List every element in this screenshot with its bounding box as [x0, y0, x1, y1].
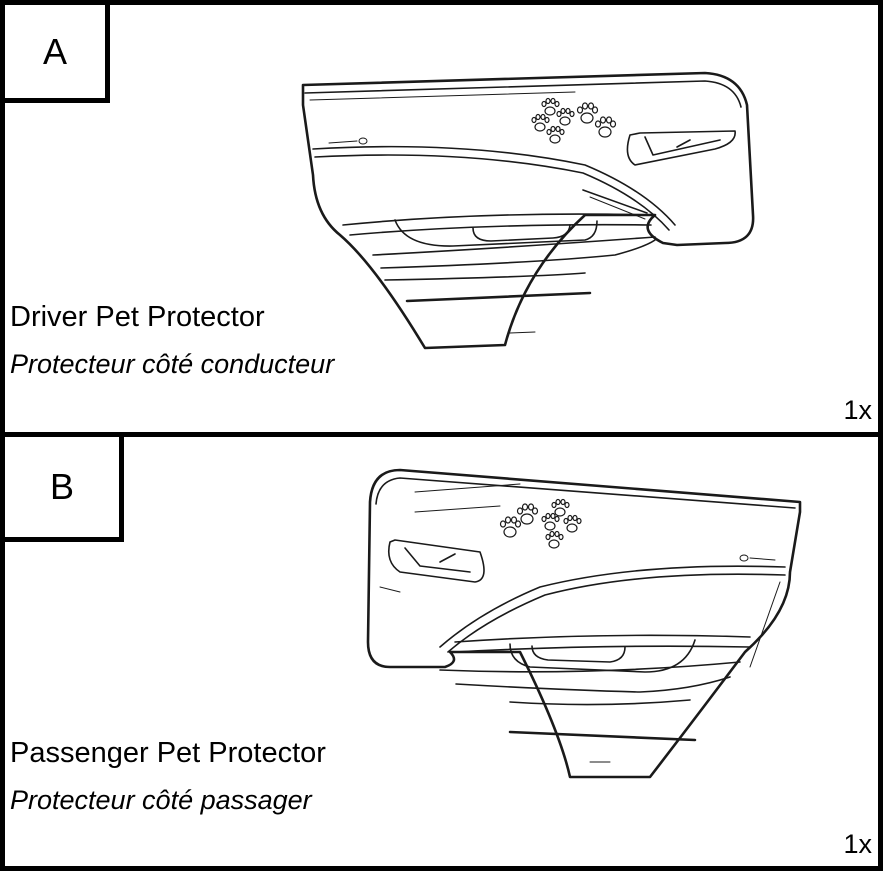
passenger-door-protector-illustration [366, 468, 802, 779]
product-title: Driver Pet Protector [10, 301, 265, 333]
product-title: Passenger Pet Protector [10, 737, 326, 769]
panel-letter: A [42, 30, 67, 72]
quantity-label: 1x [843, 395, 872, 425]
quantity-label: 1x [843, 829, 872, 859]
panel-b: B [0, 432, 883, 871]
paw-prints [499, 498, 582, 549]
paw-prints [531, 97, 617, 144]
product-subtitle-french: Protecteur côté passager [10, 785, 312, 815]
driver-door-protector-illustration [301, 71, 755, 350]
product-subtitle-french: Protecteur côté conducteur [10, 349, 335, 379]
panel-letter-box: A [0, 0, 110, 103]
panel-letter: B [49, 466, 74, 507]
panel-letter-box: B [0, 432, 124, 542]
panel-a: A [0, 0, 883, 437]
